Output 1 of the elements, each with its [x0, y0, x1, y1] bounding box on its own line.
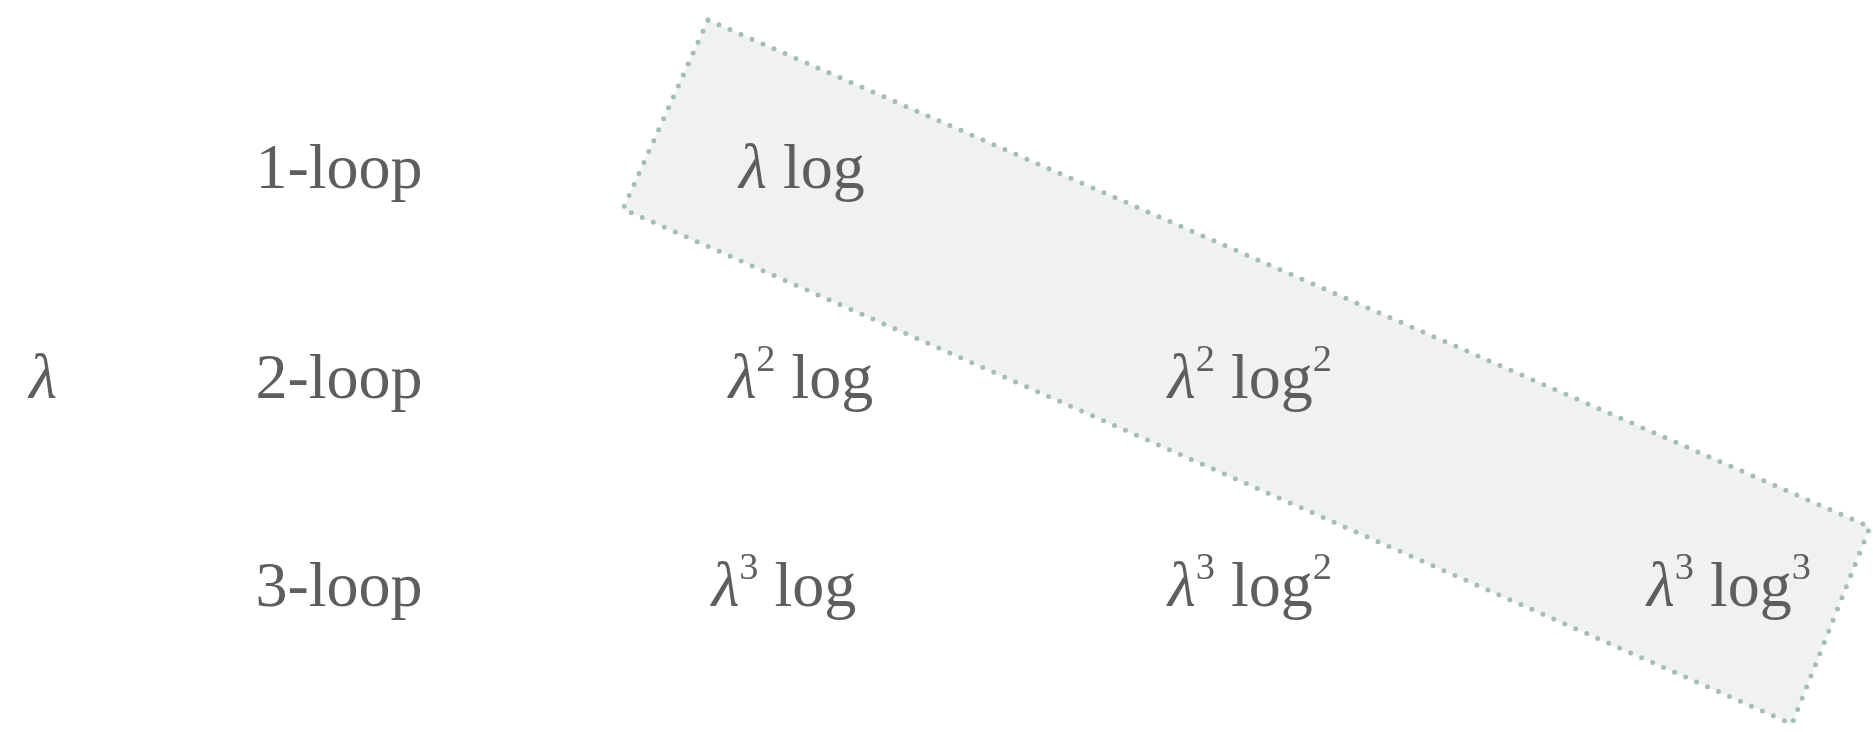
- coupling-symbol: λ: [29, 345, 57, 409]
